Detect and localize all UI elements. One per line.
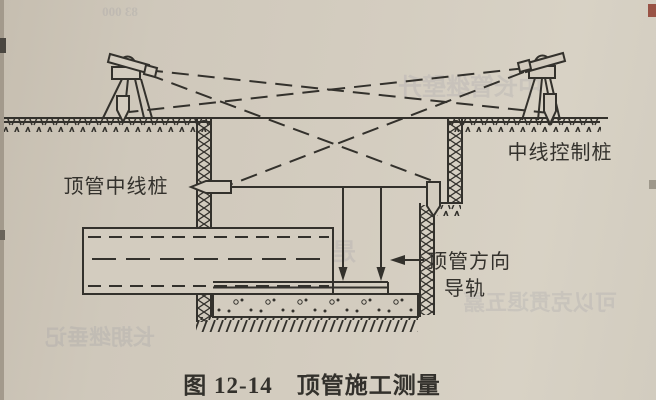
jacked-pipe xyxy=(82,227,334,295)
telescope xyxy=(522,51,567,74)
sight-line-right-to-pit-stake xyxy=(231,71,525,185)
pit-floor xyxy=(196,317,418,332)
edge-smudge xyxy=(0,38,6,53)
label-guide-rail-2: 导轨 xyxy=(444,277,486,300)
plumb-lines xyxy=(342,187,382,268)
bleedthrough-line: 可以克贯退五嘉 xyxy=(463,290,617,315)
left-trench-wall xyxy=(196,118,212,322)
label-right-stake: 中线控制桩 xyxy=(508,141,613,164)
left-wall-stake xyxy=(188,180,232,194)
sight-line-right-to-left-stake xyxy=(128,67,527,113)
figure-caption: 图 12-14 顶管施工测量 xyxy=(183,372,440,398)
telescope-eyepiece xyxy=(516,58,533,74)
label-guide-rail-1: 顶管方向 xyxy=(427,250,511,273)
page-edge-shadow xyxy=(0,0,4,400)
ground-surface xyxy=(2,117,608,132)
down-arrow-icon xyxy=(338,267,348,281)
bench-hatch xyxy=(437,205,461,216)
bleedthrough-line: 长期继垂记 xyxy=(45,325,155,350)
edge-smudge xyxy=(649,180,656,189)
tripod-legs xyxy=(102,78,153,119)
telescope-eyepiece xyxy=(142,63,159,79)
edge-smudge xyxy=(0,230,5,240)
ground-stake xyxy=(116,95,130,125)
bleedthrough-line: 中长管继壁升 xyxy=(398,73,542,101)
theodolite-left xyxy=(102,52,159,125)
ground-hatch-right xyxy=(449,119,601,132)
centerline-string xyxy=(231,186,427,281)
guide-rail-leader xyxy=(390,255,424,265)
guide-rail xyxy=(213,281,389,295)
bleedthrough-line: 83 000 xyxy=(102,4,138,19)
ground-hatch-left xyxy=(2,119,211,132)
left-arrow-icon xyxy=(390,255,405,265)
sight-line-left-to-right-stake xyxy=(145,69,550,114)
down-arrow-icon xyxy=(376,267,386,281)
concrete-base xyxy=(212,293,419,318)
right-wall-stake xyxy=(426,181,441,218)
label-left-stake: 顶管中线桩 xyxy=(64,175,169,198)
theodolite-right xyxy=(516,51,567,127)
edge-mark xyxy=(648,4,656,17)
ground-stake xyxy=(543,93,557,127)
sight-lines xyxy=(128,67,550,185)
